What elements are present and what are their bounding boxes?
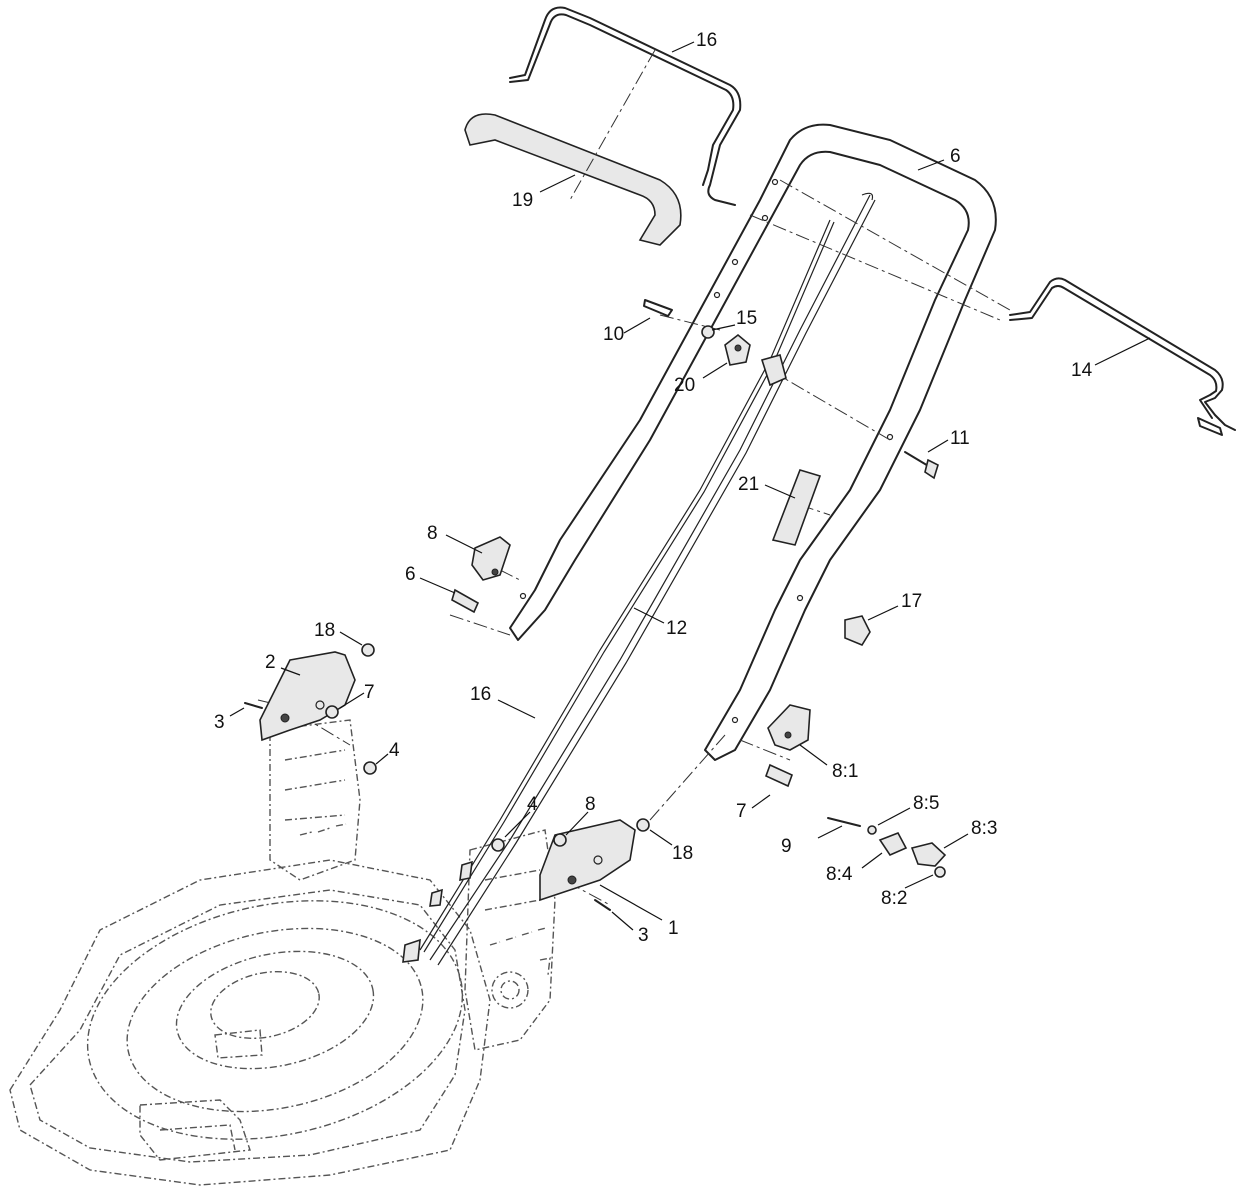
callout-8-4: 8:5 bbox=[913, 793, 939, 814]
callout-19: 19 bbox=[512, 190, 533, 211]
callout-4-left: 4 bbox=[389, 740, 400, 761]
bail-wire bbox=[509, 6, 742, 206]
callout-7-right: 8 bbox=[585, 794, 596, 815]
callout-8-3: 8:4 bbox=[826, 864, 853, 885]
callout-8-5: 9 bbox=[781, 836, 792, 857]
callout-18-lower: 18 bbox=[672, 843, 693, 864]
callout-3-left: 3 bbox=[214, 712, 225, 733]
callout-3-right: 3 bbox=[638, 925, 649, 946]
callout-11: 11 bbox=[950, 428, 970, 449]
callout-8-1: 8:2 bbox=[881, 888, 907, 909]
callout-10: 16 bbox=[696, 30, 717, 51]
control-cables bbox=[402, 192, 876, 966]
callout-1: 1 bbox=[668, 918, 679, 939]
right-bail-wire bbox=[1009, 277, 1236, 436]
hardware bbox=[244, 299, 947, 911]
callout-17: 17 bbox=[901, 591, 922, 612]
callout-4-right: 4 bbox=[527, 794, 538, 815]
callout-7-left: 7 bbox=[364, 682, 375, 703]
callout-5: 6 bbox=[950, 146, 961, 167]
callout-labels: 16 6 19 10 15 20 14 11 21 8 6 12 17 18 2… bbox=[214, 30, 1093, 946]
callout-6-upper: 6 bbox=[405, 564, 416, 585]
callout-6-lower: 7 bbox=[736, 801, 747, 822]
callout-8-2: 8:3 bbox=[971, 818, 997, 839]
callout-9: 10 bbox=[603, 324, 624, 345]
callout-2: 2 bbox=[265, 652, 276, 673]
main-handle bbox=[509, 123, 997, 761]
callout-12: 12 bbox=[666, 618, 687, 639]
callout-18-upper: 18 bbox=[314, 620, 335, 641]
callout-16: 16 bbox=[470, 684, 491, 705]
bail-grip bbox=[464, 113, 682, 246]
callout-8-lower: 8:1 bbox=[832, 761, 858, 782]
mower-deck-phantom bbox=[9, 719, 556, 1186]
callout-14: 15 bbox=[736, 308, 757, 329]
leader-lines bbox=[229, 41, 1151, 931]
callout-20: 20 bbox=[674, 375, 695, 396]
callout-21: 21 bbox=[738, 474, 759, 495]
callout-15: 14 bbox=[1071, 360, 1093, 381]
callout-8-upper: 8 bbox=[427, 523, 438, 544]
